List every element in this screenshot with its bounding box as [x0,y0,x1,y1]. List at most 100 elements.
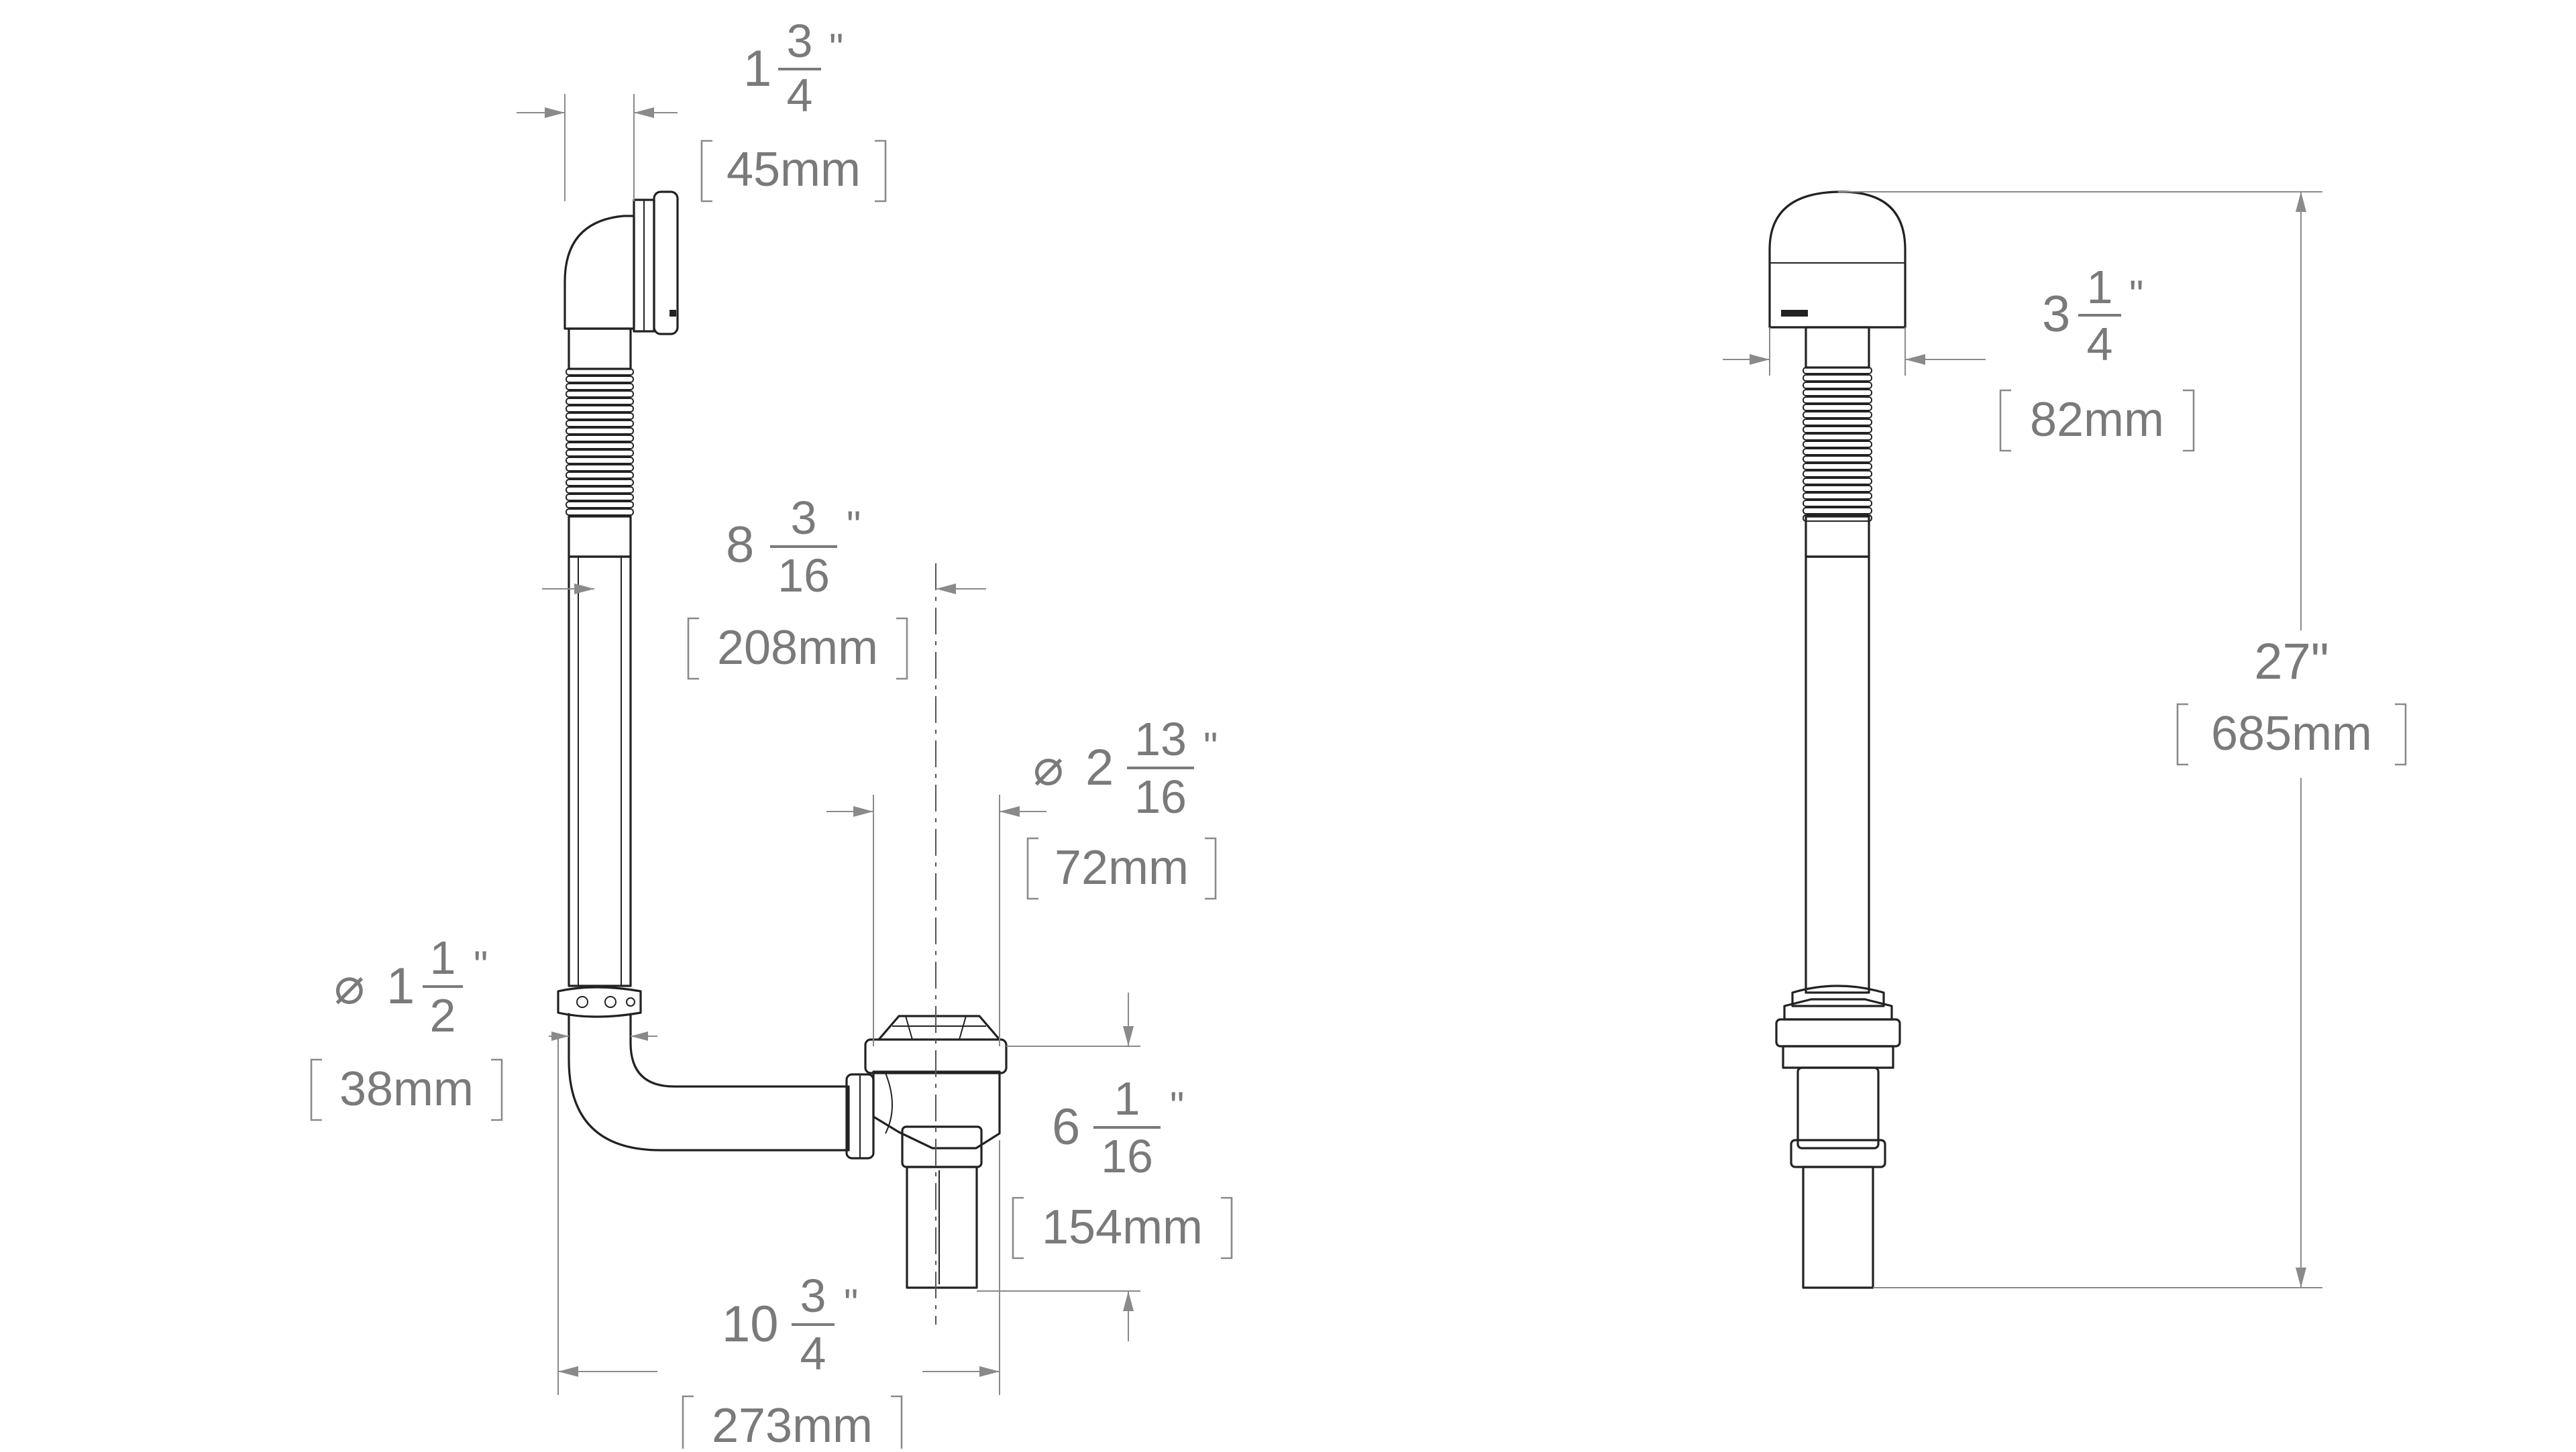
corrugation-ring [566,486,634,494]
dim-drain-offset-metric: 208mm [717,621,878,675]
dim-cover-width-metric: 82mm [2030,393,2164,447]
front-tailpiece [1802,1166,1874,1289]
dim-overall-width-metric: 273mm [712,1399,873,1449]
corrugation-ring [566,427,634,435]
dim-pipe-diameter-den: 2 [430,989,456,1042]
corrugation-ring [1803,374,1872,382]
corrugation-ring [1803,426,1872,433]
dim-overall-width-num: 3 [800,1270,826,1322]
dim-overall-height: 27" 685mm [2176,633,2407,766]
pipe-coupling-nut [557,986,642,1018]
corrugation-ring [1803,404,1872,411]
dim-drain-offset-whole: 8 [726,516,754,573]
dim-drain-offset-den: 16 [777,549,830,602]
dim-overflow-depth-den: 4 [787,69,813,121]
corrugation-ring [1803,500,1872,507]
corrugation-ring [566,376,634,383]
dim-tailpiece-length-den: 16 [1101,1130,1153,1182]
corrugation-ring [1803,507,1872,514]
corrugation-ring [566,420,634,427]
dim-cover-width-whole: 3 [2042,286,2070,343]
corrugation-ring [1803,485,1872,492]
corrugation-ring [566,457,634,464]
front-vertical-pipe [1805,555,1870,994]
corrugation-ring [566,390,634,398]
dim-tailpiece-length: 6 1 16 " 154mm [1012,1072,1233,1260]
corrugation-ring [566,464,634,471]
tailpiece [906,1166,978,1289]
dim-overflow-depth-metric: 45mm [727,143,861,197]
front-coupling [1791,985,1885,1007]
dim-overall-height-value: 27" [2254,633,2329,690]
overflow-elbow [564,215,635,330]
overflow-faceplate [653,190,679,335]
dim-tailpiece-length-unit: " [1170,1084,1184,1129]
dim-overall-height-metric: 685mm [2211,707,2372,761]
dim-drain-offset: 8 3 16 " 208mm [687,492,908,680]
dim-shoe-diameter-metric: 72mm [1055,841,1189,895]
dim-cover-width-num: 1 [2087,261,2113,313]
corrugation-ring [1803,411,1872,418]
corrugation-ring [1803,448,1872,455]
corrugation-ring [1803,470,1872,478]
corrugation-ring [1803,514,1872,522]
corrugation-ring [1803,441,1872,448]
drain-stopper [877,1015,1001,1041]
corrugation-ring [1803,492,1872,500]
corrugation-ring [1803,478,1872,485]
dim-tailpiece-length-num: 1 [1114,1072,1140,1125]
corrugation-ring [1803,455,1872,463]
corrugation-ring [1803,382,1872,389]
corrugation-ring [1803,367,1872,374]
corrugation-ring [566,398,634,405]
dim-shoe-diameter: ⌀ 2 13 16 " 72mm [1026,713,1218,900]
front-drain-stopper [1783,998,1893,1021]
dim-overflow-depth: 1 3 4 " 45mm [700,15,887,203]
dim-overall-width-den: 4 [800,1327,826,1380]
dim-cover-width-unit: " [2129,272,2143,317]
dim-shoe-diameter-unit: " [1203,724,1218,769]
corrugation-ring [1803,389,1872,396]
dim-overall-width: 10 3 4 " 273mm [682,1270,903,1452]
dim-overall-width-whole: 10 [722,1296,779,1353]
drain-elbow [568,1013,850,1152]
dim-pipe-diameter-whole: 1 [386,958,415,1015]
dim-overflow-depth-unit: " [829,25,843,70]
front-lower-collar [1805,515,1870,558]
corrugation-ring [566,368,634,376]
dim-drain-offset-unit: " [847,503,861,548]
corrugation-ring [1803,433,1872,441]
side-view [557,190,1008,1325]
dim-pipe-diameter: ⌀ 1 1 2 " 38mm [310,932,503,1121]
front-corrugated-section [1803,367,1872,522]
front-drain-body [1796,1066,1880,1150]
dim-tailpiece-length-metric: 154mm [1042,1200,1203,1254]
front-view [1768,190,1907,1289]
dim-overflow-depth-num: 3 [787,15,813,67]
corrugation-ring [566,479,634,486]
corrugated-section [566,368,634,516]
dim-drain-offset-num: 3 [791,492,817,544]
corrugation-ring [566,405,634,412]
dim-shoe-diameter-num: 13 [1134,713,1187,765]
overflow-lower-collar [568,515,632,558]
corrugation-ring [566,449,634,457]
front-upper-pipe [1805,326,1870,369]
corrugation-ring [566,412,634,420]
front-drain-head [1775,1018,1901,1048]
dim-pipe-diameter-metric: 38mm [339,1062,474,1116]
dim-shoe-diameter-symbol: ⌀ [1033,739,1064,796]
dim-shoe-diameter-whole: 2 [1085,739,1114,796]
corrugation-ring [1803,463,1872,470]
corrugation-ring [1803,418,1872,426]
corrugation-ring [566,508,634,516]
dimension-lines [517,94,2322,1395]
dim-cover-width-den: 4 [2087,318,2113,370]
corrugation-ring [1803,396,1872,404]
corrugation-ring [566,383,634,390]
corrugation-ring [566,501,634,508]
dim-tailpiece-length-whole: 6 [1052,1099,1080,1156]
corrugation-ring [566,471,634,479]
